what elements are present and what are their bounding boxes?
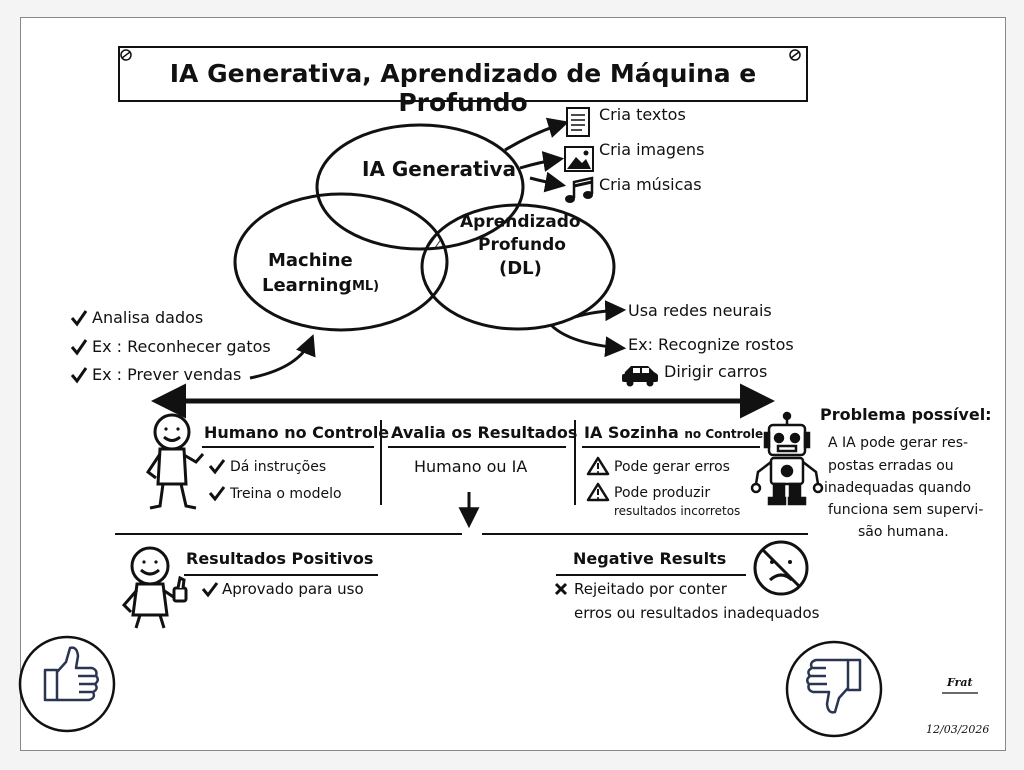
venn-circle-ml bbox=[233, 192, 449, 332]
problem-title: Problema possível: bbox=[820, 405, 992, 424]
ml-note-analyze: Analisa dados bbox=[92, 308, 204, 327]
robot-icon bbox=[750, 411, 824, 506]
ml-note-cats: Ex : Reconhecer gatos bbox=[92, 337, 271, 356]
signature-name: Frat bbox=[947, 676, 973, 689]
venn-diagram bbox=[233, 123, 616, 332]
human-item-instructions: Dá instruções bbox=[230, 459, 327, 475]
output-texts: Cria textos bbox=[599, 105, 686, 124]
ai-alone-title-main: IA Sozinha bbox=[584, 423, 679, 442]
document-icon bbox=[566, 107, 590, 137]
ai-item-produce-extra: resultados incorretos bbox=[614, 504, 741, 518]
signature-date: 12/03/2026 bbox=[926, 723, 990, 736]
cross-icon bbox=[554, 582, 568, 596]
thumbs-down-button[interactable] bbox=[785, 640, 883, 738]
output-music: Cria músicas bbox=[599, 175, 702, 194]
negative-line1: Rejeitado por conter bbox=[574, 580, 727, 598]
ai-alone-title-small: no Controle bbox=[684, 427, 764, 441]
screw-icon bbox=[120, 49, 132, 61]
sad-face-forbidden-icon bbox=[753, 540, 809, 596]
arrow-to-faces bbox=[549, 323, 627, 358]
negative-title: Negative Results bbox=[573, 549, 727, 568]
problem-line: postas erradas ou bbox=[828, 458, 954, 474]
page-title: IA Generativa, Aprendizado de Máquina e … bbox=[169, 59, 757, 117]
output-images: Cria imagens bbox=[599, 140, 705, 159]
eval-body: Humano ou IA bbox=[414, 457, 528, 476]
venn-circle-dl bbox=[420, 203, 616, 331]
title-box: IA Generativa, Aprendizado de Máquina e … bbox=[118, 46, 808, 117]
venn-label-ml-abbr: (ML) bbox=[346, 279, 380, 294]
screw-icon bbox=[789, 49, 801, 61]
dl-note-faces: Ex: Recognize rostos bbox=[628, 335, 794, 354]
positive-title: Resultados Positivos bbox=[186, 549, 374, 568]
dl-note-cars: Dirigir carros bbox=[664, 362, 768, 381]
person-thumbs-up-icon bbox=[121, 546, 188, 629]
check-icon bbox=[70, 367, 88, 384]
eval-title: Avalia os Resultados bbox=[391, 423, 578, 442]
human-item-train: Treina o modelo bbox=[230, 486, 342, 502]
ai-item-produce: Pode produzir bbox=[614, 485, 711, 501]
negative-line2: erros ou resultados inadequados bbox=[574, 604, 820, 622]
thumbs-down-icon bbox=[806, 658, 862, 714]
venn-label-dl-2: Profundo bbox=[478, 235, 566, 255]
problem-line: A IA pode gerar res- bbox=[828, 435, 969, 451]
thumbs-up-icon bbox=[43, 646, 99, 702]
car-icon bbox=[622, 366, 658, 387]
problem-line: são humana. bbox=[858, 524, 949, 540]
thumbs-up-button[interactable] bbox=[18, 635, 116, 733]
venn-circle-gen bbox=[315, 123, 525, 251]
check-icon bbox=[201, 582, 219, 598]
venn-label-ml-1: Machine bbox=[268, 250, 353, 271]
human-control-title: Humano no Controle bbox=[204, 423, 390, 442]
check-icon bbox=[208, 486, 226, 502]
arrow-from-ml-notes bbox=[249, 334, 316, 380]
image-icon bbox=[564, 146, 594, 172]
music-note-icon bbox=[565, 176, 594, 203]
venn-label-ml-2: Learning bbox=[262, 275, 352, 296]
dl-note-neural: Usa redes neurais bbox=[628, 301, 772, 320]
person-icon bbox=[145, 413, 205, 510]
ai-alone-title: IA Sozinha no Controle bbox=[584, 423, 764, 442]
ai-item-errors: Pode gerar erros bbox=[614, 459, 730, 475]
warning-icon bbox=[586, 456, 610, 476]
venn-label-gen: IA Generativa bbox=[362, 157, 516, 181]
check-icon bbox=[70, 339, 88, 356]
problem-line: inadequadas quando bbox=[824, 480, 972, 496]
arrow-to-texts bbox=[504, 117, 570, 152]
problem-line: funciona sem supervi- bbox=[828, 502, 984, 518]
check-icon bbox=[70, 310, 88, 327]
check-icon bbox=[208, 459, 226, 475]
arrow-to-images bbox=[519, 151, 565, 172]
venn-label-dl-1: Aprendizado bbox=[460, 212, 581, 232]
arrow-to-neural bbox=[574, 300, 627, 322]
arrow-to-music bbox=[529, 171, 567, 193]
warning-icon bbox=[586, 482, 610, 502]
venn-label-dl-3: (DL) bbox=[499, 258, 542, 279]
positive-item: Aprovado para uso bbox=[222, 580, 364, 598]
ml-note-sales: Ex : Prever vendas bbox=[92, 365, 242, 384]
